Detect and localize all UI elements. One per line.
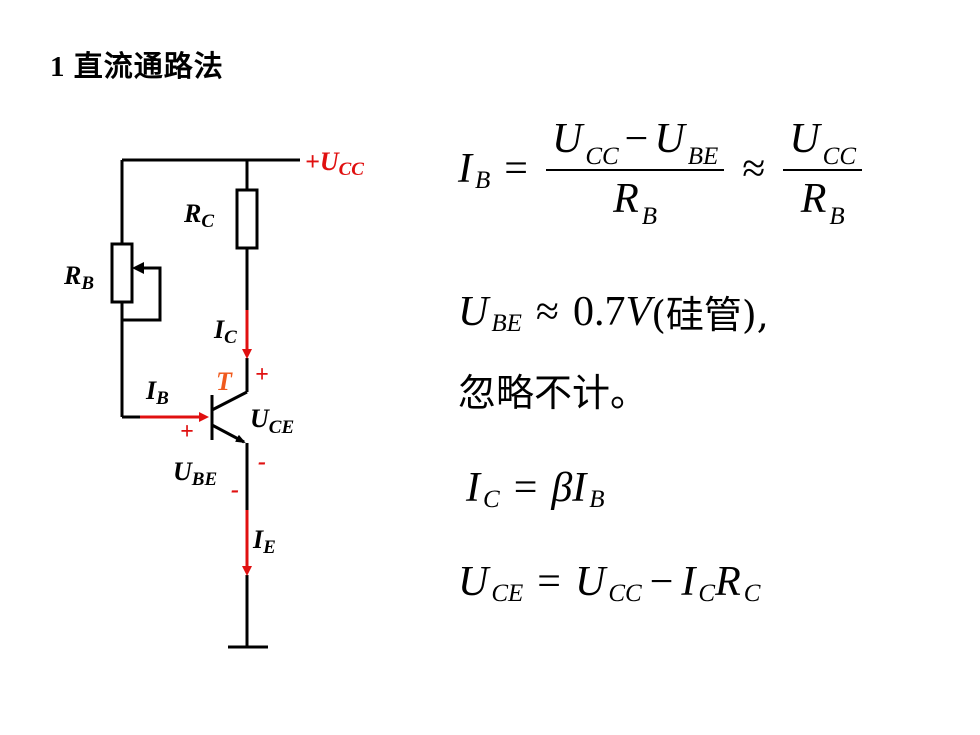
emitter-minus-sign: - <box>258 449 266 475</box>
ib-label: IB <box>145 376 169 409</box>
base-plus-sign: + <box>180 419 194 445</box>
transistor-label: T <box>216 367 233 396</box>
ube-label: UBE <box>173 457 217 490</box>
supply-label: +UCC <box>305 147 364 180</box>
note-ignore: 忽略不计。 <box>458 371 649 415</box>
rc-label: RC <box>183 199 214 232</box>
rb-label: RB <box>63 261 94 294</box>
resistor-rb <box>110 242 134 304</box>
resistor-rc <box>235 188 259 250</box>
transistor-npn <box>210 390 248 444</box>
rb-wiper-arrow-icon <box>132 262 144 274</box>
ube-minus-sign: - <box>231 477 239 503</box>
ie-label: IE <box>252 525 276 558</box>
collector-plus-sign: + <box>255 362 269 388</box>
page-title: 1 直流通路法 <box>50 51 224 83</box>
uce-label: UCE <box>250 404 294 438</box>
ic-label: IC <box>213 315 237 348</box>
rb-wiper <box>122 266 162 322</box>
